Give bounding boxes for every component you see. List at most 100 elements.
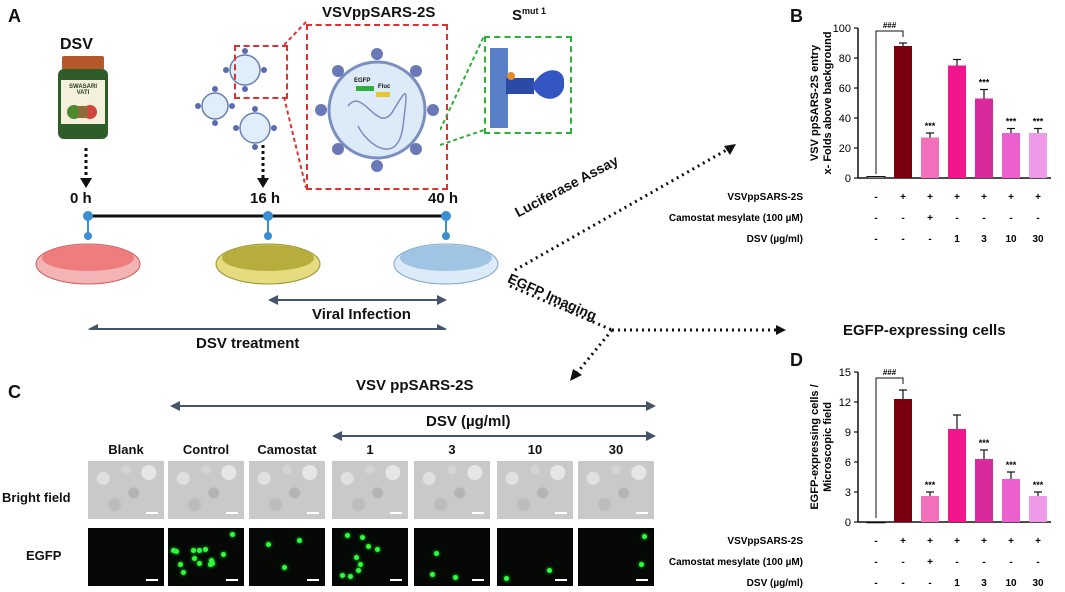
column-header: Camostat <box>257 442 317 457</box>
egfp-positive-cell <box>208 562 213 567</box>
d-bar <box>894 399 912 522</box>
b-y-tick-label: 0 <box>845 173 851 185</box>
egfp-positive-cell <box>340 573 345 578</box>
panel-label-d: D <box>790 350 803 370</box>
column-header: 1 <box>366 442 374 457</box>
b-condition-label: DSV (µg/ml) <box>747 234 803 245</box>
egfp-fluorescence-image <box>88 528 164 586</box>
d-condition-cell: 1 <box>954 578 960 589</box>
b-condition-cell: + <box>927 213 933 224</box>
egfp-positive-cell <box>174 549 179 554</box>
zoom-lines-green <box>440 35 485 146</box>
egfp-positive-cell <box>547 568 552 573</box>
dsv-treatment-label: DSV treatment <box>196 335 300 352</box>
scale-bar <box>146 512 158 514</box>
b-condition-cell: - <box>1036 213 1039 224</box>
smut-label-sup: mut 1 <box>522 6 547 16</box>
b-condition-cell: 3 <box>981 234 987 245</box>
d-bar <box>948 429 966 522</box>
panel-a-arrows <box>35 145 499 330</box>
d-significance-mark: *** <box>979 438 990 448</box>
b-y-tick-label: 100 <box>833 23 851 35</box>
egfp-positive-cell <box>282 565 287 570</box>
scale-bar <box>555 512 567 514</box>
d-condition-cell: - <box>1009 557 1012 568</box>
egfp-fluorescence-image <box>578 528 654 586</box>
b-condition-cell: 30 <box>1032 234 1044 245</box>
d-y-tick-label: 0 <box>845 517 851 529</box>
d-condition-label: VSVppSARS-2S <box>727 536 803 547</box>
bottle-label-text: SWASARI VATI <box>68 84 97 96</box>
egfp-positive-cell <box>345 533 350 538</box>
egfp-positive-cell <box>434 551 439 556</box>
d-condition-cell: - <box>982 557 985 568</box>
d-condition-cell: - <box>874 536 877 547</box>
b-condition-cell: - <box>928 234 931 245</box>
dsv-product-label: DSV <box>60 36 93 53</box>
d-condition-cell: + <box>981 536 987 547</box>
virus-title: VSVppSARS-2S <box>322 4 436 21</box>
egfp-positive-cell <box>366 544 371 549</box>
b-bar <box>1002 133 1020 178</box>
virus-detail-illustration <box>315 48 439 172</box>
egfp-positive-cell <box>197 561 202 566</box>
column-header: 30 <box>608 442 624 457</box>
bright-field-image <box>332 461 408 519</box>
d-significance-mark: *** <box>925 480 936 490</box>
d-condition-cell: + <box>1035 536 1041 547</box>
swasari-vati-bottle: SWASARI VATI <box>52 56 114 140</box>
egfp-positive-cell <box>354 555 359 560</box>
egfp-positive-cell <box>266 542 271 547</box>
row-label-bright-field: Bright field <box>2 490 71 505</box>
d-condition-cell: + <box>927 557 933 568</box>
bright-field-image <box>578 461 654 519</box>
d-condition-cell: - <box>874 557 877 568</box>
time-40h: 40 h <box>428 190 459 207</box>
egfp-fluorescence-image <box>497 528 573 586</box>
b-condition-cell: 10 <box>1005 234 1017 245</box>
b-significance-mark: *** <box>1006 117 1017 127</box>
egfp-positive-cell <box>297 538 302 543</box>
scale-bar <box>146 579 158 581</box>
b-significance-mark: *** <box>1033 117 1044 127</box>
b-significance-mark: *** <box>979 78 990 88</box>
egfp-gene-label: EGFP <box>354 78 371 84</box>
d-condition-cell: + <box>927 536 933 547</box>
b-condition-cell: + <box>1035 192 1041 203</box>
d-condition-cell: - <box>901 578 904 589</box>
b-condition-cell: - <box>955 213 958 224</box>
d-condition-cell: - <box>955 557 958 568</box>
d-y-tick-label: 12 <box>839 397 851 409</box>
b-condition-cell: - <box>874 213 877 224</box>
b-condition-label: VSVppSARS-2S <box>727 192 803 203</box>
small-virus-particles <box>195 48 277 150</box>
b-y-axis-label-line: x- Folds above background <box>822 31 834 174</box>
viral-infection-label: Viral Infection <box>312 306 411 323</box>
d-condition-cell: - <box>928 578 931 589</box>
b-condition-cell: - <box>874 234 877 245</box>
b-condition-label: Camostat mesylate (100 µM) <box>669 213 803 224</box>
d-bar <box>866 521 886 524</box>
egfp-cells-title: EGFP-expressing cells <box>843 322 1006 339</box>
d-y-tick-label: 9 <box>845 427 851 439</box>
b-y-axis-label-line: VSV ppSARS-2S entry <box>809 44 821 161</box>
b-significance-bracket <box>875 30 904 174</box>
spike-protein-illustration <box>490 48 565 128</box>
bright-field-image <box>414 461 490 519</box>
scale-bar <box>226 512 238 514</box>
panel-label-c: C <box>8 382 21 402</box>
column-header: Control <box>182 442 230 457</box>
scale-bar <box>636 512 648 514</box>
egfp-fluorescence-image <box>168 528 244 586</box>
b-condition-cell: - <box>901 234 904 245</box>
d-significance-hash: ### <box>883 368 897 377</box>
scale-bar <box>226 579 238 581</box>
b-y-tick-label: 20 <box>839 143 851 155</box>
smut-label: Smut 1 <box>512 6 546 24</box>
egfp-fluorescence-image <box>249 528 325 586</box>
bright-field-image <box>88 461 164 519</box>
b-condition-cell: - <box>901 213 904 224</box>
time-0h: 0 h <box>70 190 92 207</box>
fluc-gene-label: Fluc <box>378 84 391 90</box>
